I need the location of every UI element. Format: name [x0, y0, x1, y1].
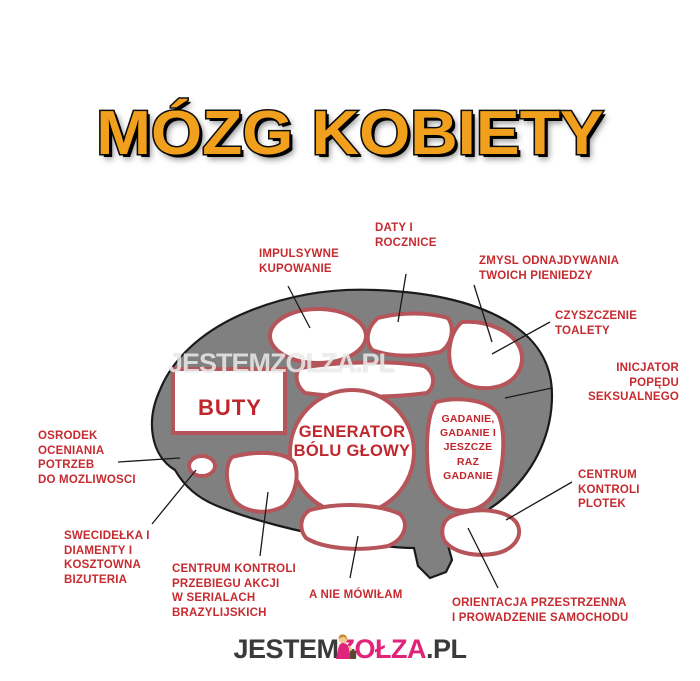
callout-swecidelka-diamenty: SWECIDEŁKA I DIAMENTY I KOSZTOWNA BIZUTE… — [64, 530, 150, 587]
callout-impulsywne-kupowanie: IMPULSYWNE KUPOWANIE — [259, 248, 339, 275]
region-generator — [288, 388, 416, 516]
region-impulsywne — [268, 307, 368, 365]
page-title: MÓZG KOBIETY — [95, 99, 606, 168]
callout-zmysl-odnajdywania-pieniedzy: ZMYSL ODNAJDYWANIA TWOICH PIENIEDZY — [479, 255, 620, 282]
region-plotek — [440, 508, 522, 557]
callout-czyszczenie-toalety: CZYSZCZENIE TOALETY — [555, 310, 638, 337]
region-gadanie — [424, 397, 506, 513]
region-daty — [365, 311, 454, 358]
logo-suffix: .PL — [426, 634, 467, 664]
region-anie — [299, 503, 407, 551]
leader-orientacja — [467, 527, 499, 589]
callout-centrum-kontroli-seriali: CENTRUM KONTROLI PRZEBIEGU AKCJI W SERIA… — [172, 563, 296, 620]
leader-anie — [349, 535, 359, 579]
brain-regions-shapes — [171, 307, 524, 557]
leader-daty — [397, 273, 407, 323]
callout-orientacja-przestrzenna: ORIENTACJA PRZESTRZENNA I PROWADZENIE SA… — [452, 597, 629, 624]
leader-swecidelka — [151, 469, 197, 525]
callout-a-nie-mowilam: A NIE MÓWIŁAM — [309, 589, 403, 601]
leader-seriale — [259, 491, 269, 557]
leader-czyszczenie — [491, 321, 551, 355]
site-logo[interactable]: JESTEMZ OŁZA.PL — [0, 633, 700, 665]
callout-inicjator-popedu-seksualnego: INICJATOR POPĘDU SEKSUALNEGO — [587, 362, 679, 404]
logo-brand-end: OŁZA — [354, 634, 427, 664]
leader-impulsywne — [287, 285, 311, 329]
leader-zmysl — [473, 284, 493, 343]
callout-daty-i-rocznice: DATY I ROCZNICE — [375, 222, 437, 249]
leader-osrodek — [117, 457, 181, 463]
leader-plotek — [505, 481, 573, 521]
leader-inicjator — [504, 387, 553, 399]
woman-figure-icon — [332, 633, 358, 663]
logo-prefix: JESTEM — [233, 634, 339, 664]
region-band-mid — [294, 360, 435, 399]
region-buty — [171, 367, 287, 435]
callout-centrum-kontroli-plotek: CENTRUM KONTROLI PLOTEK — [578, 469, 640, 511]
region-seriale — [225, 450, 299, 514]
callout-osrodek-oceniania: OSRODEK OCENIANIA POTRZEB DO MOZLIWOSCI — [38, 430, 136, 487]
region-zmysl — [447, 319, 524, 391]
callout-leader-lines — [117, 273, 573, 589]
